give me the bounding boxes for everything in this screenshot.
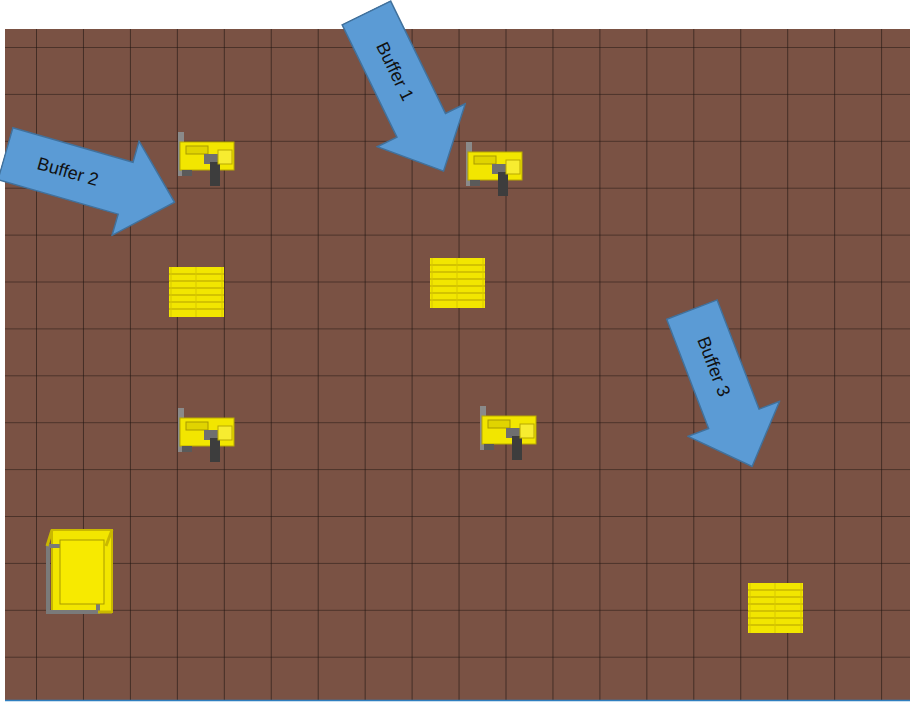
arrow-outline <box>646 292 798 484</box>
floor-edge <box>5 700 910 702</box>
pallet <box>430 258 485 308</box>
robot <box>178 132 234 186</box>
robot <box>466 142 522 196</box>
buffer-label: Buffer 2 <box>35 153 101 190</box>
pallet <box>748 583 803 633</box>
buffer-label: Buffer 3 <box>693 333 735 399</box>
robot <box>178 408 234 462</box>
buffer-arrow: Buffer 2 <box>0 105 189 250</box>
buffer-arrow: Buffer 1 <box>321 0 489 194</box>
buffer-label: Buffer 1 <box>372 39 418 105</box>
cage <box>47 530 112 612</box>
pallet <box>169 267 224 317</box>
arrow-outline <box>322 0 487 193</box>
buffer-arrow: Buffer 3 <box>645 291 799 486</box>
robot <box>480 406 536 460</box>
arrow-outline <box>0 107 188 250</box>
